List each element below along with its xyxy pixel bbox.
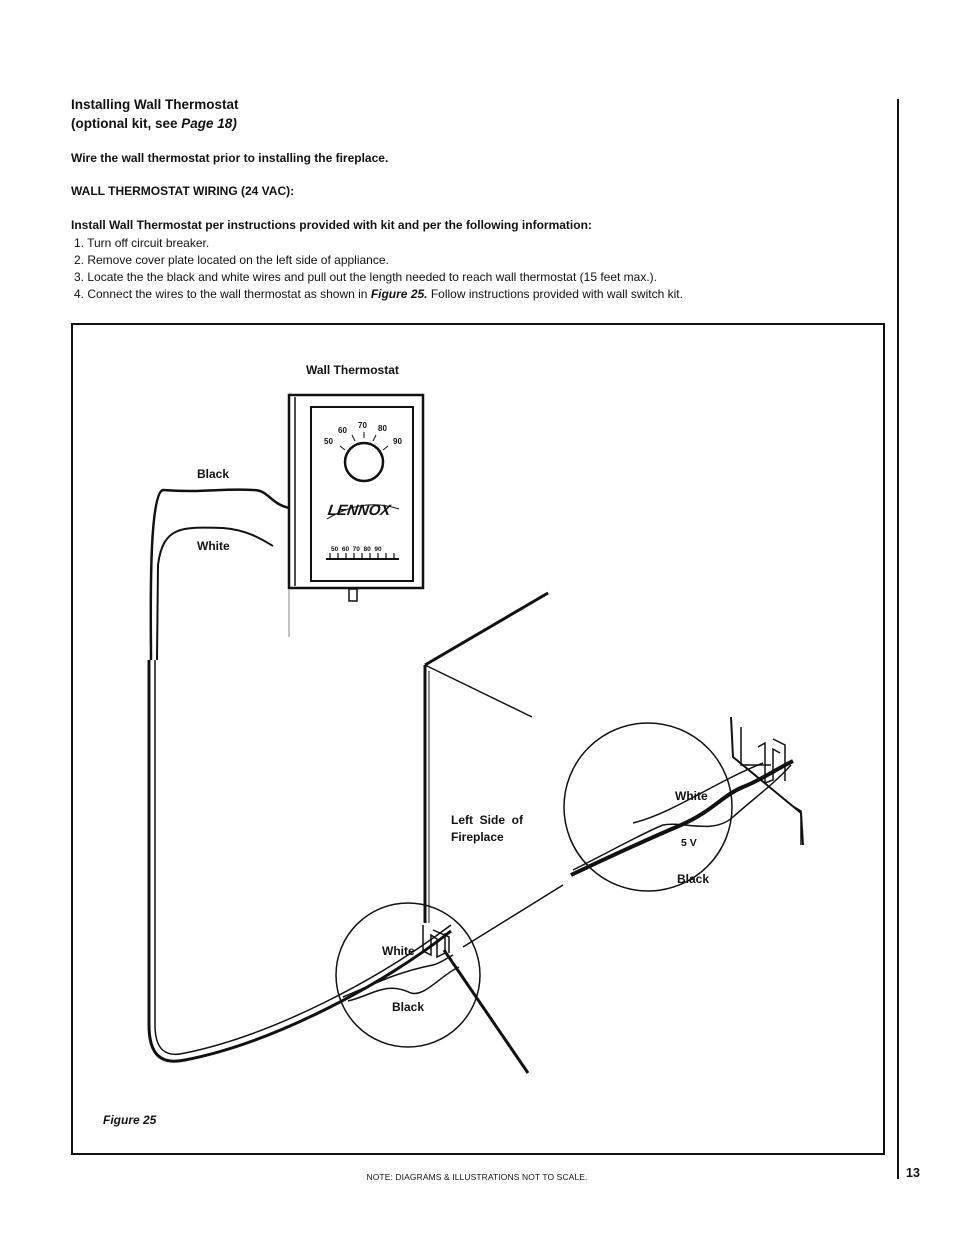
section-heading: Installing Wall Thermostat (optional kit… (71, 95, 239, 133)
detail-white-wire (632, 762, 764, 824)
heading-line-2-prefix: (optional kit, see (71, 116, 182, 131)
label-white-detail: White (675, 789, 708, 803)
dial-number: 60 (338, 426, 347, 435)
black-wire (149, 488, 290, 661)
label-black-detail: Black (677, 872, 710, 886)
install-heading: Install Wall Thermostat per instructions… (71, 218, 592, 232)
margin-rule (897, 99, 899, 1179)
thermostat-housing (287, 393, 425, 590)
terminal-block-small (422, 925, 446, 959)
dial-number: 90 (393, 437, 402, 446)
lennox-logo: LENNOX (327, 502, 393, 519)
scale-note: NOTE: DIAGRAMS & ILLUSTRATIONS NOT TO SC… (366, 1172, 588, 1182)
thermostat-tab (348, 588, 358, 602)
step-item: 1. Turn off circuit breaker. (74, 236, 210, 250)
step-item: 4. Connect the wires to the wall thermos… (74, 286, 683, 303)
thermostat-illustration (287, 393, 425, 637)
thermostat-dial (343, 441, 385, 483)
label-5v: 5 V (681, 837, 697, 849)
wiring-heading: WALL THERMOSTAT WIRING (24 VAC): (71, 184, 295, 198)
figure-25-frame: 50 60 70 80 90 LENNOX 50 60 70 80 90 (71, 323, 885, 1155)
label-fireplace: Fireplace (451, 830, 504, 844)
label-white-top: White (197, 539, 230, 553)
white-wire (156, 526, 274, 661)
scale-numbers: 50 60 70 80 90 (331, 546, 382, 553)
heading-line-2: (optional kit, see Page 18) (71, 114, 239, 133)
step-4-prefix: 4. Connect the wires to the wall thermos… (74, 287, 371, 301)
wire-bundle (147, 660, 452, 1063)
thermostat-faceplate (310, 406, 414, 582)
step-4-suffix: Follow instructions provided with wall s… (427, 287, 683, 301)
label-white-bottom: White (382, 944, 415, 958)
dial-number: 80 (378, 424, 387, 433)
label-left-side: Left Side of (451, 813, 523, 827)
temperature-scale (326, 553, 399, 560)
detail-black-wire (570, 759, 794, 877)
fireplace-outline (423, 591, 549, 1074)
dial-number: 50 (324, 437, 333, 446)
label-black-top: Black (197, 467, 230, 481)
step-item: 3. Locate the the black and white wires … (74, 270, 658, 284)
small-magnifier-circle (335, 902, 481, 1048)
terminal-block-large (757, 741, 781, 785)
wire-run (147, 488, 452, 1063)
figure-caption: Figure 25 (103, 1113, 157, 1127)
label-wall-thermostat: Wall Thermostat (306, 363, 399, 377)
dial-number: 70 (358, 421, 367, 430)
heading-line-1: Installing Wall Thermostat (71, 97, 239, 112)
wiring-diagram: 50 60 70 80 90 LENNOX 50 60 70 80 90 (147, 393, 804, 1074)
step-list: 1. Turn off circuit breaker. 2. Remove c… (74, 235, 683, 303)
callout-line (462, 884, 564, 948)
page-reference: Page 18) (181, 116, 237, 131)
page-number: 13 (906, 1166, 920, 1180)
large-magnifier-circle (563, 716, 804, 892)
step-item: 2. Remove cover plate located on the lef… (74, 253, 389, 267)
figure-reference: Figure 25. (370, 287, 428, 301)
intro-text: Wire the wall thermostat prior to instal… (71, 151, 389, 165)
label-black-bottom: Black (392, 1000, 425, 1014)
